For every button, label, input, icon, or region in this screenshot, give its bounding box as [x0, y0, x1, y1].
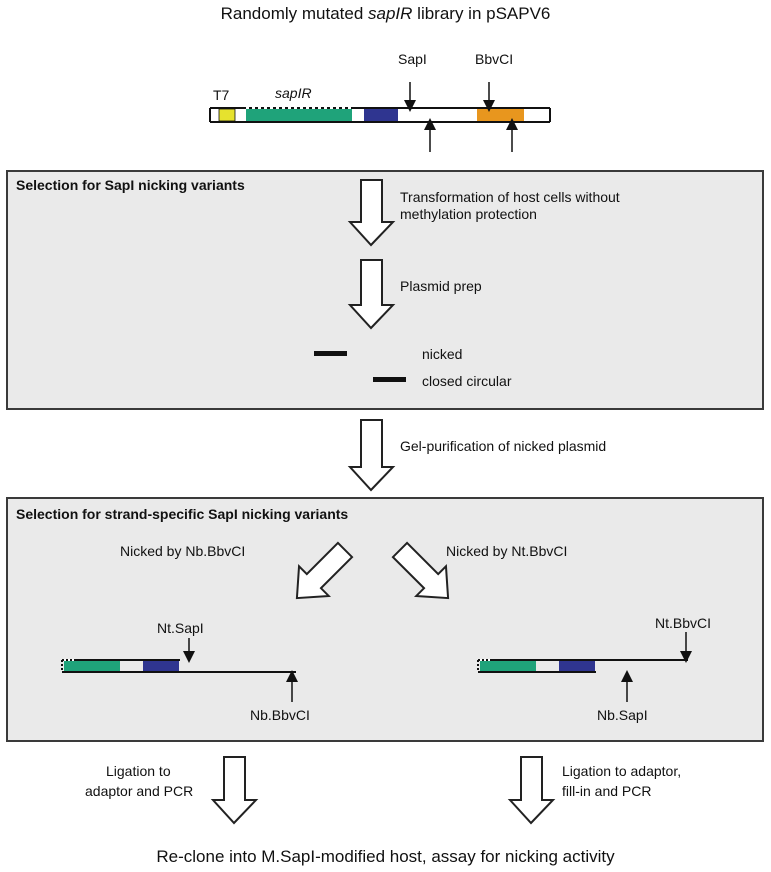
sapi-label: SapI [398, 51, 427, 67]
bbvci-site-block [477, 109, 524, 121]
figure-title: Randomly mutated sapIR library in pSAPV6 [220, 4, 551, 23]
left-branch-label: Nicked by Nb.BbvCI [120, 543, 246, 559]
bbvci-label: BbvCI [475, 51, 514, 67]
sapir-label: sapIR [275, 85, 312, 101]
left-branch-arrow [295, 541, 354, 600]
gel-purification-step: Gel-purification of nicked plasmid [400, 438, 607, 454]
right-branch-label: Nicked by Nt.BbvCI [446, 543, 568, 559]
nt-sapi-label: Nt.SapI [157, 620, 204, 636]
left-nicked-construct [61, 638, 298, 702]
selection-panel-strand-specific [6, 497, 764, 742]
nb-bbvci-label: Nb.BbvCI [250, 707, 310, 723]
closed-circular-band-label: closed circular [422, 373, 512, 389]
plasmid-construct [209, 82, 551, 152]
selection-panel-sapi-nicking [6, 170, 764, 410]
transformation-step-line1: Transformation of host cells without [400, 189, 620, 205]
right-nicked-construct [477, 632, 692, 702]
plasmid-prep-step: Plasmid prep [400, 278, 482, 294]
tag-block [364, 109, 398, 121]
right-branch-arrow [391, 541, 450, 600]
workflow-arrows [210, 179, 556, 825]
t7-label: T7 [213, 87, 230, 103]
closed-circular-band [373, 377, 406, 382]
nicked-band [314, 351, 347, 356]
left-ligation-line1: Ligation to [106, 763, 171, 779]
nt-bbvci-label: Nt.BbvCI [655, 615, 712, 631]
panel2-header: Selection for strand-specific SapI nicki… [16, 506, 349, 522]
right-ligation-line2: fill-in and PCR [562, 783, 652, 799]
nb-sapi-label: Nb.SapI [597, 707, 648, 723]
sapir-gene-block [246, 109, 352, 121]
panel1-header: Selection for SapI nicking variants [16, 177, 245, 193]
right-ligation-line1: Ligation to adaptor, [562, 763, 682, 779]
transformation-step-line2: methylation protection [400, 206, 537, 222]
left-ligation-line2: adaptor and PCR [85, 783, 194, 799]
footer-step: Re-clone into M.SapI-modified host, assa… [156, 847, 615, 866]
t7-promoter-block [218, 108, 236, 122]
nicked-band-label: nicked [422, 346, 463, 362]
